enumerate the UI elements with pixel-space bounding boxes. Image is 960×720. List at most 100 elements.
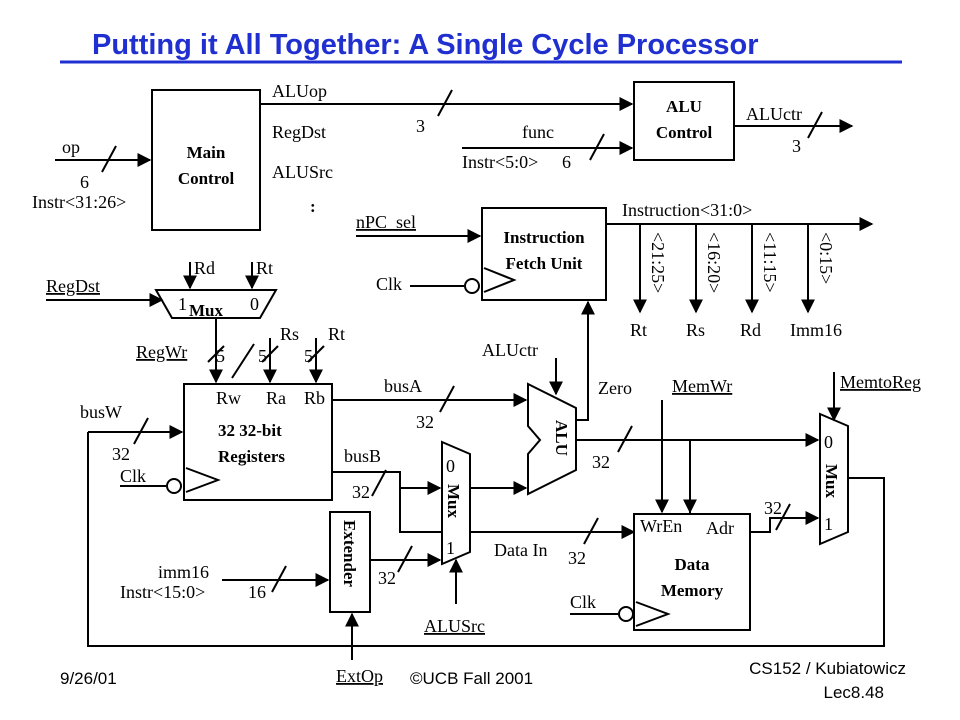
field-0-15: <0:15>: [816, 232, 836, 284]
rw-width-tick: [207, 345, 225, 363]
more-outputs-ellipsis: :: [310, 197, 316, 216]
field-11-15: <11:15>: [760, 232, 780, 293]
rw-port: Rw: [216, 388, 241, 408]
busa-width-tick: [439, 385, 455, 413]
regdst-mux-rd: Rd: [194, 258, 215, 278]
footer-date: 9/26/01: [60, 669, 117, 688]
func-label: func: [522, 122, 554, 142]
regdst-mux-in1: 1: [178, 294, 187, 314]
instruction-label: Instruction<31:0>: [622, 200, 752, 220]
regfile-rt-label: Rt: [328, 324, 345, 344]
extender-label: Extender: [340, 520, 359, 588]
data-memory-title-1: Data: [675, 555, 710, 574]
data-in-label: Data In: [494, 540, 547, 560]
npc-sel-label: nPC_sel: [356, 212, 416, 232]
busb-label: busB: [344, 446, 381, 466]
mem-out-width-tick: [775, 503, 791, 531]
data-in-width-tick: [583, 517, 599, 545]
imm16-width-tick: [271, 565, 287, 593]
alusrc-mux: [441, 440, 471, 566]
wren-port: WrEn: [640, 516, 682, 536]
memtoreg-mux-label: Mux: [822, 464, 841, 499]
imm16-field-label: Instr<15:0>: [120, 582, 205, 602]
busb-wire: [332, 471, 440, 489]
main-control-title-1: Main: [187, 143, 226, 162]
alu-label: ALU: [552, 420, 571, 456]
busa-label: busA: [384, 376, 422, 396]
rw-width: 5: [216, 346, 225, 366]
regfile-clk-bubble: [166, 478, 182, 494]
field-imm16-label: Imm16: [790, 320, 842, 340]
zero-wire: [576, 302, 589, 421]
ra-width-tick: [261, 345, 279, 363]
register-file-block: [183, 383, 333, 501]
memwr-label: MemWr: [672, 376, 732, 396]
field-16-20: <16:20>: [704, 232, 724, 293]
fetch-unit-block: [481, 207, 607, 301]
regdst-mux: [154, 289, 278, 319]
field-rt-label: Rt: [630, 320, 647, 340]
regfile-clock-edge: [185, 467, 221, 493]
alusrc-out-label: ALUSrc: [272, 162, 333, 182]
busb-width-tick: [371, 469, 387, 497]
extender-block: [329, 511, 371, 613]
main-control-block: [151, 89, 261, 231]
footer-lecture: Lec8.48: [824, 683, 885, 702]
func-field-label: Instr<5:0>: [462, 152, 538, 172]
alu-out-width-tick: [617, 425, 633, 453]
rb-width: 5: [304, 346, 313, 366]
op-field-label: Instr<31:26>: [32, 192, 126, 212]
fetch-clk-bubble: [464, 278, 480, 294]
alu-block: [527, 382, 577, 496]
regdst-mux-label: Mux: [189, 301, 224, 320]
memtoreg-mux-in1: 1: [824, 514, 833, 534]
regdst-mux-rt: Rt: [256, 258, 273, 278]
memtoreg-mux: [819, 412, 849, 546]
regwr-label: RegWr: [136, 342, 187, 362]
writeback-wire: [87, 432, 885, 647]
data-memory-title-2: Memory: [661, 581, 724, 600]
aluop-label: ALUop: [272, 81, 327, 101]
op-width-label: 6: [80, 172, 89, 192]
alu-out-width: 32: [592, 452, 610, 472]
alu-control-block: [633, 81, 735, 161]
mem-out-width: 32: [764, 498, 782, 518]
footer-copyright: ©UCB Fall 2001: [410, 669, 533, 688]
func-width-label: 6: [562, 152, 571, 172]
footer-course: CS152 / Kubiatowicz: [749, 659, 906, 678]
field-21-25: <21:25>: [648, 232, 668, 293]
aluctr-out-label: ALUctr: [746, 104, 802, 124]
imm16-label: imm16: [158, 562, 209, 582]
alusrc-ctrl-label: ALUSrc: [424, 616, 485, 636]
data-memory-block: [633, 513, 751, 631]
alusrc-mux-in0: 0: [446, 456, 455, 476]
field-rd-label: Rd: [740, 320, 761, 340]
adr-port: Adr: [706, 518, 734, 538]
page-title: Putting it All Together: A Single Cycle …: [92, 29, 759, 61]
regdst-ctrl-label: RegDst: [46, 276, 100, 296]
aluctr-width-label: 3: [792, 136, 801, 156]
regfile-clk-label: Clk: [120, 466, 146, 486]
field-rs-label: Rs: [686, 320, 705, 340]
rb-port: Rb: [304, 388, 325, 408]
aluctr-width-tick: [807, 111, 823, 139]
aluop-width-tick: [437, 89, 453, 117]
alusrc-mux-in1: 1: [446, 538, 455, 558]
op-label: op: [62, 137, 80, 157]
datamem-clk-label: Clk: [570, 592, 596, 612]
fetch-unit-title-1: Instruction: [503, 228, 585, 247]
register-file-title-2: Registers: [218, 447, 285, 466]
main-control-title-2: Control: [178, 169, 235, 188]
regfile-rs-label: Rs: [280, 324, 299, 344]
imm16-width: 16: [248, 582, 266, 602]
regdst-mux-in0: 0: [250, 294, 259, 314]
ra-width: 5: [258, 346, 267, 366]
ra-port: Ra: [266, 388, 286, 408]
data-in-width: 32: [568, 548, 586, 568]
aluop-width-label: 3: [416, 116, 425, 136]
regdst-out-label: RegDst: [272, 122, 326, 142]
fetch-clk-label: Clk: [376, 274, 402, 294]
extop-label: ExtOp: [336, 666, 383, 686]
